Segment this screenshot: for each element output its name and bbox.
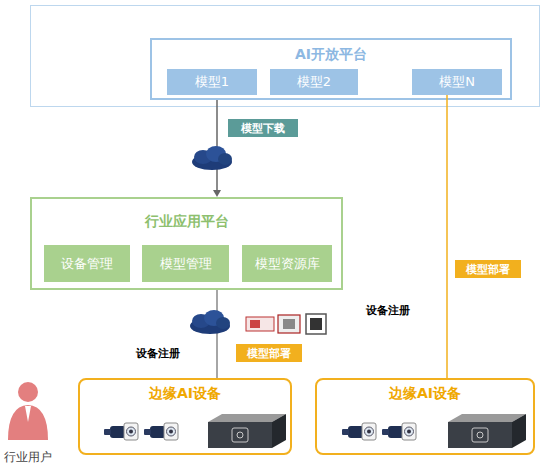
model-box: 模型2 <box>270 69 358 95</box>
box-title: AI开放平台 <box>152 46 510 63</box>
nvr-icon <box>208 414 286 448</box>
note-label: 设备注册 <box>366 303 410 318</box>
box-label: 设备管理 <box>61 255 113 273</box>
model-box: 模型1 <box>167 69 257 95</box>
box-label: 模型N <box>439 73 475 91</box>
user-icon <box>8 382 48 440</box>
module-box: 模型资源库 <box>242 245 332 282</box>
note-label: 设备注册 <box>136 346 180 361</box>
edge-label: 模型部署 <box>455 260 521 278</box>
connector <box>213 100 221 197</box>
connector <box>217 290 218 378</box>
cloud-icon <box>192 146 232 170</box>
box-label: 模型1 <box>195 73 229 91</box>
chip-icons <box>246 314 326 334</box>
edge-label: 模型部署 <box>236 344 302 362</box>
module-box: 设备管理 <box>44 245 130 282</box>
device-box: 边缘AI设备 <box>78 378 292 455</box>
cloud-icon <box>190 310 230 334</box>
platform-box: 行业应用平台设备管理 模型管理 模型资源库 <box>30 197 343 290</box>
camera-icon <box>382 423 416 440</box>
box-label: 模型2 <box>297 73 331 91</box>
platform-box: AI开放平台模型1 模型2 模型N <box>150 38 512 100</box>
camera-icon <box>342 423 376 440</box>
user-label: 行业用户 <box>4 449 52 466</box>
model-box: 模型N <box>412 69 502 95</box>
edge-label: 模型下载 <box>228 119 298 137</box>
box-title: 边缘AI设备 <box>80 385 290 402</box>
box-label: 模型管理 <box>160 255 212 273</box>
nvr-icon <box>448 414 526 448</box>
camera-icon <box>104 423 138 440</box>
box-title: 边缘AI设备 <box>317 385 533 402</box>
box-title: 行业应用平台 <box>32 213 341 230</box>
camera-icon <box>144 423 178 440</box>
module-box: 模型管理 <box>142 245 229 282</box>
box-label: 模型资源库 <box>255 255 320 273</box>
connector <box>447 95 448 378</box>
device-box: 边缘AI设备 <box>315 378 535 455</box>
